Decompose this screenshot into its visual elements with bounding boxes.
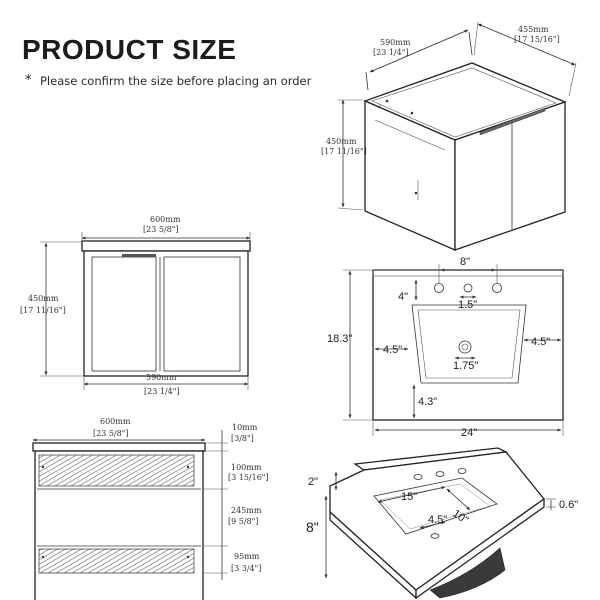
sink-side-left: 4.5" — [383, 344, 402, 356]
section-view-drawing — [32, 430, 228, 600]
sink-faucet-spacing: 8" — [460, 256, 470, 268]
sink-top-view-drawing — [343, 264, 564, 436]
section-top-mm: 600mm — [100, 417, 131, 426]
section-upper-in: [3 15/16"] — [228, 473, 269, 482]
iso-height: 8" — [306, 519, 319, 535]
front-view-drawing — [40, 232, 251, 390]
page-subtitle: Please confirm the size before placing a… — [40, 74, 312, 88]
iso-backsplash: 2" — [308, 476, 318, 488]
iso-depth-in: [17 15/16"] — [514, 35, 560, 44]
iso-width-in: [23 1/4"] — [373, 48, 409, 57]
iso-bowl-length: 15" — [401, 491, 417, 503]
section-middle-in: [9 5/8"] — [228, 517, 258, 526]
front-height-mm: 450mm — [28, 294, 59, 303]
note-star: * — [25, 73, 32, 88]
section-middle-mm: 245mm — [231, 506, 262, 515]
section-lower-in: [3 3/4"] — [231, 564, 261, 573]
section-slab-in: [3/8"] — [231, 434, 254, 443]
sink-hole-offset: 4" — [398, 291, 408, 303]
front-top-in: [23 5/8"] — [143, 225, 179, 234]
sink-front-margin: 4.3" — [418, 396, 437, 408]
sink-side-right: 4.5" — [531, 336, 550, 348]
sink-depth: 18.3" — [327, 333, 352, 345]
front-bottom-in: [23 1/4"] — [144, 387, 180, 396]
page-title: PRODUCT SIZE — [22, 34, 237, 65]
front-top-mm: 600mm — [150, 215, 181, 224]
front-height-in: [17 11/16"] — [20, 306, 66, 315]
section-lower-mm: 95mm — [234, 552, 260, 561]
iso-thickness: 0.6" — [559, 499, 578, 511]
sink-drain: 1.75" — [453, 360, 478, 372]
sink-width: 24" — [461, 427, 477, 439]
iso-depth-mm: 455mm — [518, 25, 549, 34]
iso-cabinet-drawing — [337, 21, 577, 251]
iso-height-in: [17 11/16"] — [321, 147, 367, 156]
iso-height-mm: 450mm — [326, 137, 357, 146]
sink-iso-view-drawing — [324, 447, 556, 600]
iso-drain-offset: 4.5" — [428, 514, 447, 526]
sink-hole-diameter: 1.5" — [458, 299, 477, 311]
front-bottom-mm: 590mm — [146, 373, 177, 382]
section-upper-mm: 100mm — [231, 463, 262, 472]
iso-width-mm: 590mm — [380, 38, 411, 47]
section-slab-mm: 10mm — [232, 423, 258, 432]
section-top-in: [23 5/8"] — [93, 429, 129, 438]
